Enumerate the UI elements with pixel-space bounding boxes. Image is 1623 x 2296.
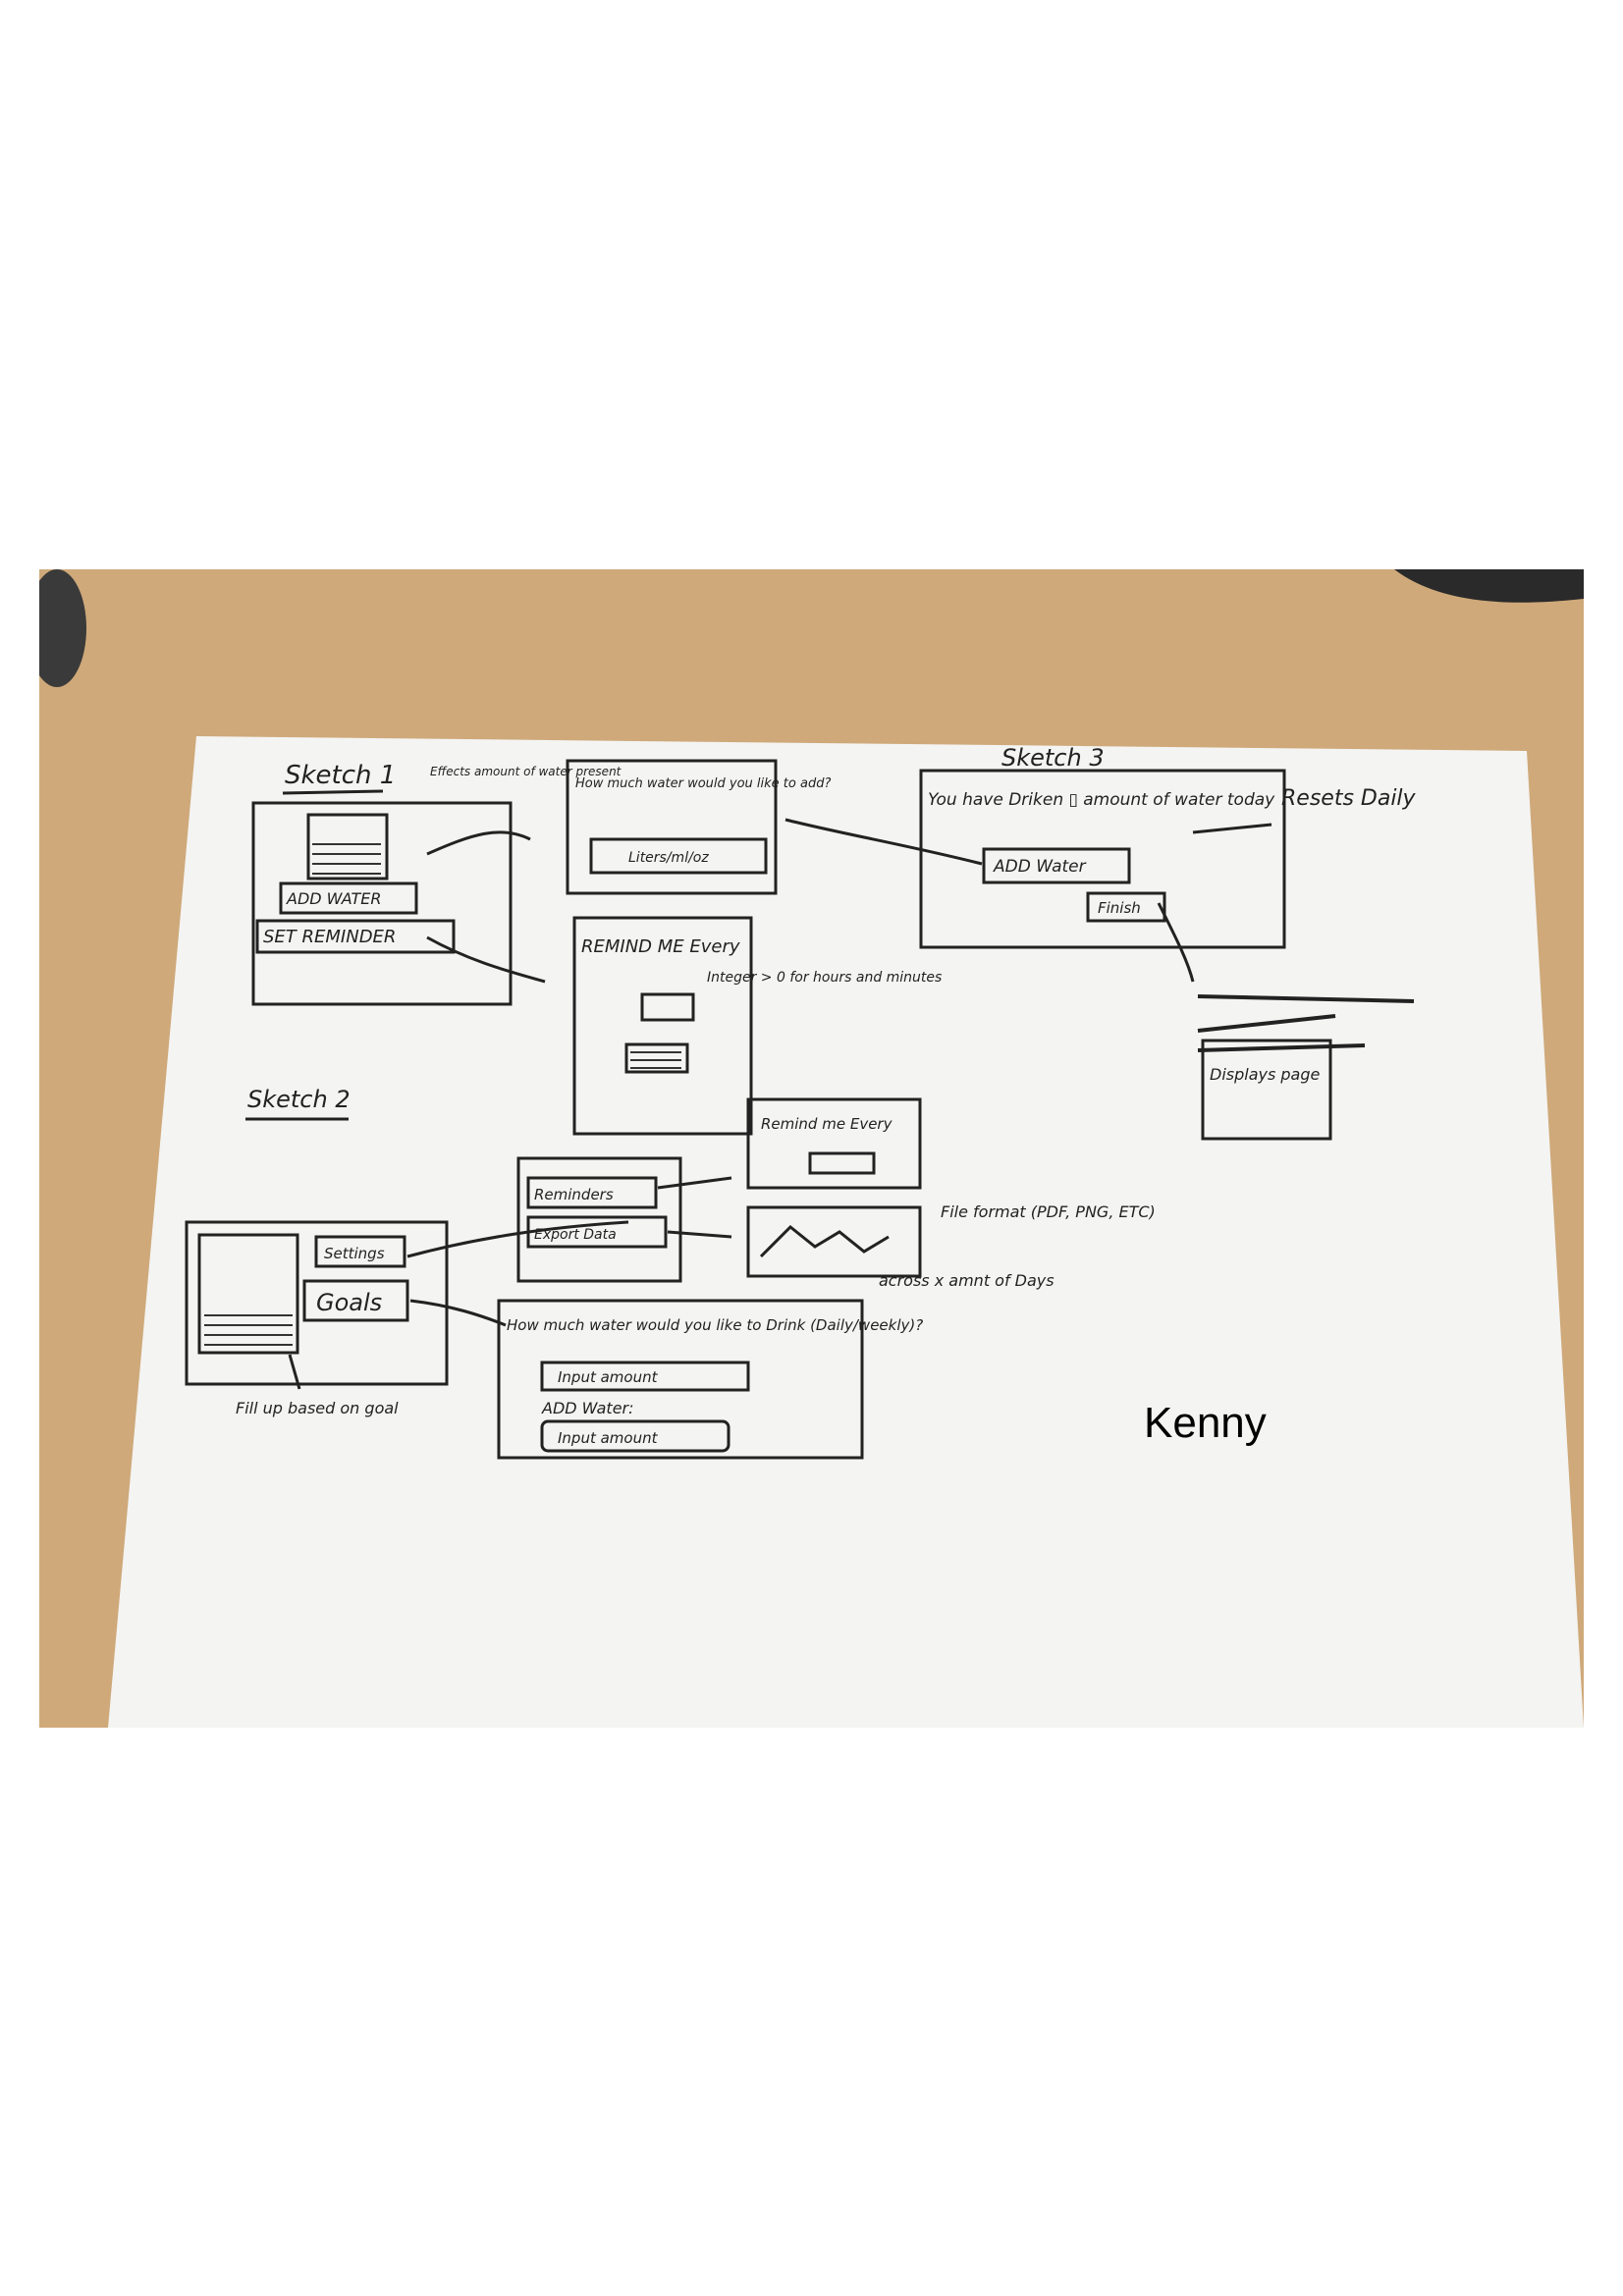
sketch1-units-field xyxy=(589,837,768,875)
sketch3-title: Sketch 3 xyxy=(1001,744,1105,772)
sketch2-remind-title: Remind me Every xyxy=(761,1115,893,1133)
sketch-photo: Sketch 1 Effects amount of water present… xyxy=(39,569,1584,1728)
sketch2-reminders-button xyxy=(526,1176,658,1209)
water-scribble xyxy=(204,1314,293,1346)
sketch3-add-water-label: ADD Water xyxy=(993,857,1087,877)
sketch1-set-reminder-button xyxy=(255,919,456,954)
sketch1-note-effects: Effects amount of water present xyxy=(430,765,622,778)
sketch1-remind-dialog xyxy=(572,916,753,1136)
sketch2-title: Sketch 2 xyxy=(247,1086,351,1113)
arrow xyxy=(667,1230,732,1239)
author-caption: Kenny xyxy=(1144,1399,1267,1447)
sketch2-goal-dialog-text: How much water would you like to Drink (… xyxy=(507,1316,923,1334)
sketch1-remind-title: REMIND ME Every xyxy=(581,936,740,957)
sketch2-goals-label: Goals xyxy=(316,1289,382,1316)
arrow xyxy=(426,935,546,984)
sketch2-remind-input xyxy=(808,1151,876,1175)
sketch1-water-box xyxy=(306,813,389,881)
sketch1-set-reminder-label: SET REMINDER xyxy=(263,927,396,947)
desk-cable xyxy=(1394,569,1584,603)
sketch2-settings-button xyxy=(314,1235,406,1268)
sketch2-frame xyxy=(185,1220,449,1386)
sketch2-settings-panel xyxy=(516,1156,682,1283)
arrow xyxy=(409,1299,507,1327)
sketch2-goals-button xyxy=(302,1279,409,1322)
sketch1-title: Sketch 1 xyxy=(285,761,396,790)
arrow xyxy=(288,1354,301,1390)
sketch2-input-1 xyxy=(540,1361,750,1392)
sketch3-frame xyxy=(919,769,1286,949)
sketch2-file-format: File format (PDF, PNG, ETC) xyxy=(941,1202,1156,1221)
sketch3-add-water-button xyxy=(982,847,1131,884)
sketch1-add-dialog-text: How much water would you like to add? xyxy=(575,776,831,791)
sketch2-settings-label: Settings xyxy=(324,1245,385,1262)
sketch2-input-1-label: Input amount xyxy=(558,1368,659,1386)
water-scribble xyxy=(312,843,381,875)
sketch1-remind-button xyxy=(624,1042,689,1074)
sketch3-resets-daily: Resets Daily xyxy=(1281,786,1417,811)
arrow xyxy=(657,1176,732,1190)
desk-object xyxy=(39,569,86,687)
sketch2-graph-line xyxy=(759,1224,890,1258)
arrow xyxy=(1192,823,1272,834)
sketch2-add-water-label: ADD Water: xyxy=(541,1399,634,1417)
sketch3-displays-page xyxy=(1201,1039,1332,1141)
paper-sheet xyxy=(108,736,1584,1728)
sketch2-fill-note: Fill up based on goal xyxy=(236,1399,399,1417)
sketch1-units-label: Liters/ml/oz xyxy=(628,850,709,866)
sketch2-input-2 xyxy=(540,1419,730,1453)
paper-sketch: Sketch 1 Effects amount of water present… xyxy=(39,569,1584,1728)
sketch2-water-box xyxy=(197,1233,299,1355)
sketch3-finish-button xyxy=(1086,891,1166,923)
sketch2-remind-dialog xyxy=(746,1097,922,1190)
button-scribble xyxy=(630,1051,681,1069)
sketch1-add-water-label: ADD WATER xyxy=(286,889,381,908)
sketch3-drunk-text: You have Driken ▯ amount of water today xyxy=(928,790,1275,810)
sketch1-title-underline xyxy=(282,789,384,795)
arrow xyxy=(1157,902,1195,983)
sketch3-displays-page-label: Displays page xyxy=(1210,1065,1321,1084)
arrow xyxy=(426,830,531,856)
sketch2-reminders-label: Reminders xyxy=(534,1186,614,1203)
sketch3-finish-label: Finish xyxy=(1098,899,1141,917)
crossed-out-text xyxy=(1197,994,1415,1052)
sketch1-frame xyxy=(251,801,513,1006)
sketch2-export-label: Export Data xyxy=(534,1227,617,1243)
arrow xyxy=(406,1220,629,1258)
sketch1-add-dialog xyxy=(566,759,778,895)
sketch2-across-days: across x amnt of Days xyxy=(879,1271,1055,1290)
sketch1-remind-input xyxy=(640,992,695,1022)
arrow xyxy=(784,818,983,866)
sketch1-remind-note: Integer > 0 for hours and minutes xyxy=(707,970,942,986)
sketch2-input-2-label: Input amount xyxy=(558,1429,659,1447)
sketch1-add-water-button xyxy=(279,881,418,915)
sketch2-graph-box xyxy=(746,1205,922,1278)
sketch2-goal-dialog xyxy=(497,1299,864,1460)
